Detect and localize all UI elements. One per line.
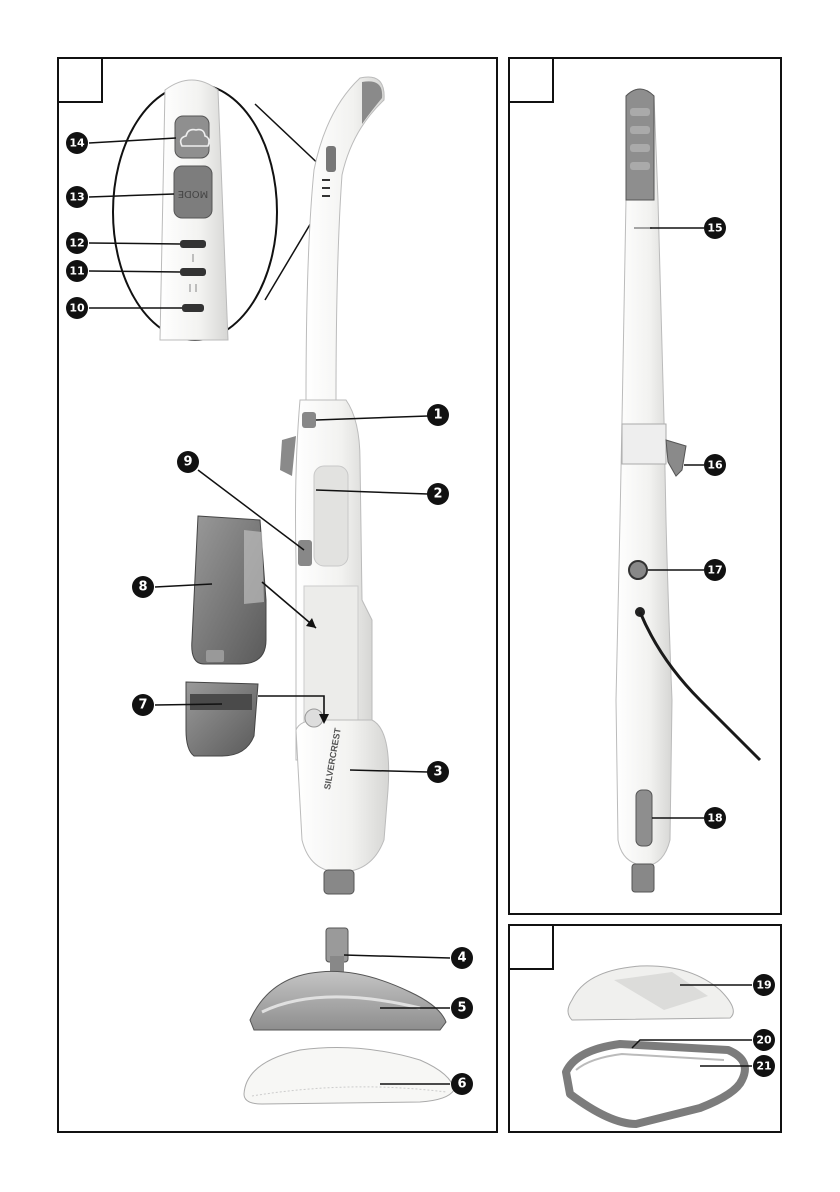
callout-14: 14 <box>66 132 88 154</box>
rear-outlet <box>629 561 647 579</box>
callout-7: 7 <box>132 694 154 716</box>
callout-5: 5 <box>451 997 473 1019</box>
svg-text:16: 16 <box>707 459 723 472</box>
svg-text:14: 14 <box>69 137 85 150</box>
mop-cloth <box>244 1048 454 1104</box>
svg-text:8: 8 <box>138 580 147 595</box>
mop-handle <box>306 77 384 400</box>
svg-text:5: 5 <box>457 1001 466 1016</box>
callout-8: 8 <box>132 576 154 598</box>
handle-release-button <box>302 412 316 428</box>
callout-11: 11 <box>66 260 88 282</box>
tank-release-button <box>298 540 312 566</box>
mop-lower-body <box>296 720 389 872</box>
svg-text:4: 4 <box>457 951 466 966</box>
rear-cable-hook <box>666 440 686 476</box>
callout-15: 15 <box>704 217 726 239</box>
svg-text:6: 6 <box>457 1077 466 1092</box>
callout-3: 3 <box>427 761 449 783</box>
svg-text:21: 21 <box>756 1060 771 1073</box>
callout-21: 21 <box>753 1055 775 1077</box>
svg-text:20: 20 <box>756 1034 772 1047</box>
svg-text:19: 19 <box>756 979 771 992</box>
callout-19: 19 <box>753 974 775 996</box>
svg-text:15: 15 <box>707 222 722 235</box>
callout-4: 4 <box>451 947 473 969</box>
water-filter <box>186 682 258 756</box>
rear-clip <box>622 424 666 464</box>
svg-text:1: 1 <box>433 408 442 423</box>
indicator-light-12 <box>180 240 206 248</box>
svg-text:2: 2 <box>433 487 442 502</box>
callout-20: 20 <box>753 1029 775 1051</box>
callout-12: 12 <box>66 232 88 254</box>
svg-text:13: 13 <box>69 191 84 204</box>
svg-text:3: 3 <box>433 765 442 780</box>
callout-10: 10 <box>66 297 88 319</box>
svg-text:7: 7 <box>138 698 147 713</box>
callout-1: 1 <box>427 404 449 426</box>
svg-text:9: 9 <box>183 455 192 470</box>
callout-13: 13 <box>66 186 88 208</box>
svg-text:12: 12 <box>69 237 84 250</box>
svg-text:18: 18 <box>707 812 722 825</box>
indicator-light-11 <box>180 268 206 276</box>
callout-6: 6 <box>451 1073 473 1095</box>
svg-text:17: 17 <box>707 564 722 577</box>
mop-base <box>250 971 446 1030</box>
filter-cap <box>305 709 323 727</box>
callout-2: 2 <box>427 483 449 505</box>
steam-button-detail <box>175 116 209 158</box>
handle-opening <box>314 466 348 566</box>
rear-mop-body <box>616 89 672 866</box>
callout-17: 17 <box>704 559 726 581</box>
svg-text:10: 10 <box>69 302 85 315</box>
handle-buttons <box>326 146 336 172</box>
mop-connector <box>324 870 354 894</box>
callout-18: 18 <box>704 807 726 829</box>
callout-16: 16 <box>704 454 726 476</box>
callout-9: 9 <box>177 451 199 473</box>
svg-text:11: 11 <box>69 265 84 278</box>
mode-button-text: MODE <box>178 188 209 199</box>
cable-hook-side <box>280 436 296 476</box>
indicator-light-10 <box>182 304 204 312</box>
rear-release-lever <box>636 790 652 846</box>
